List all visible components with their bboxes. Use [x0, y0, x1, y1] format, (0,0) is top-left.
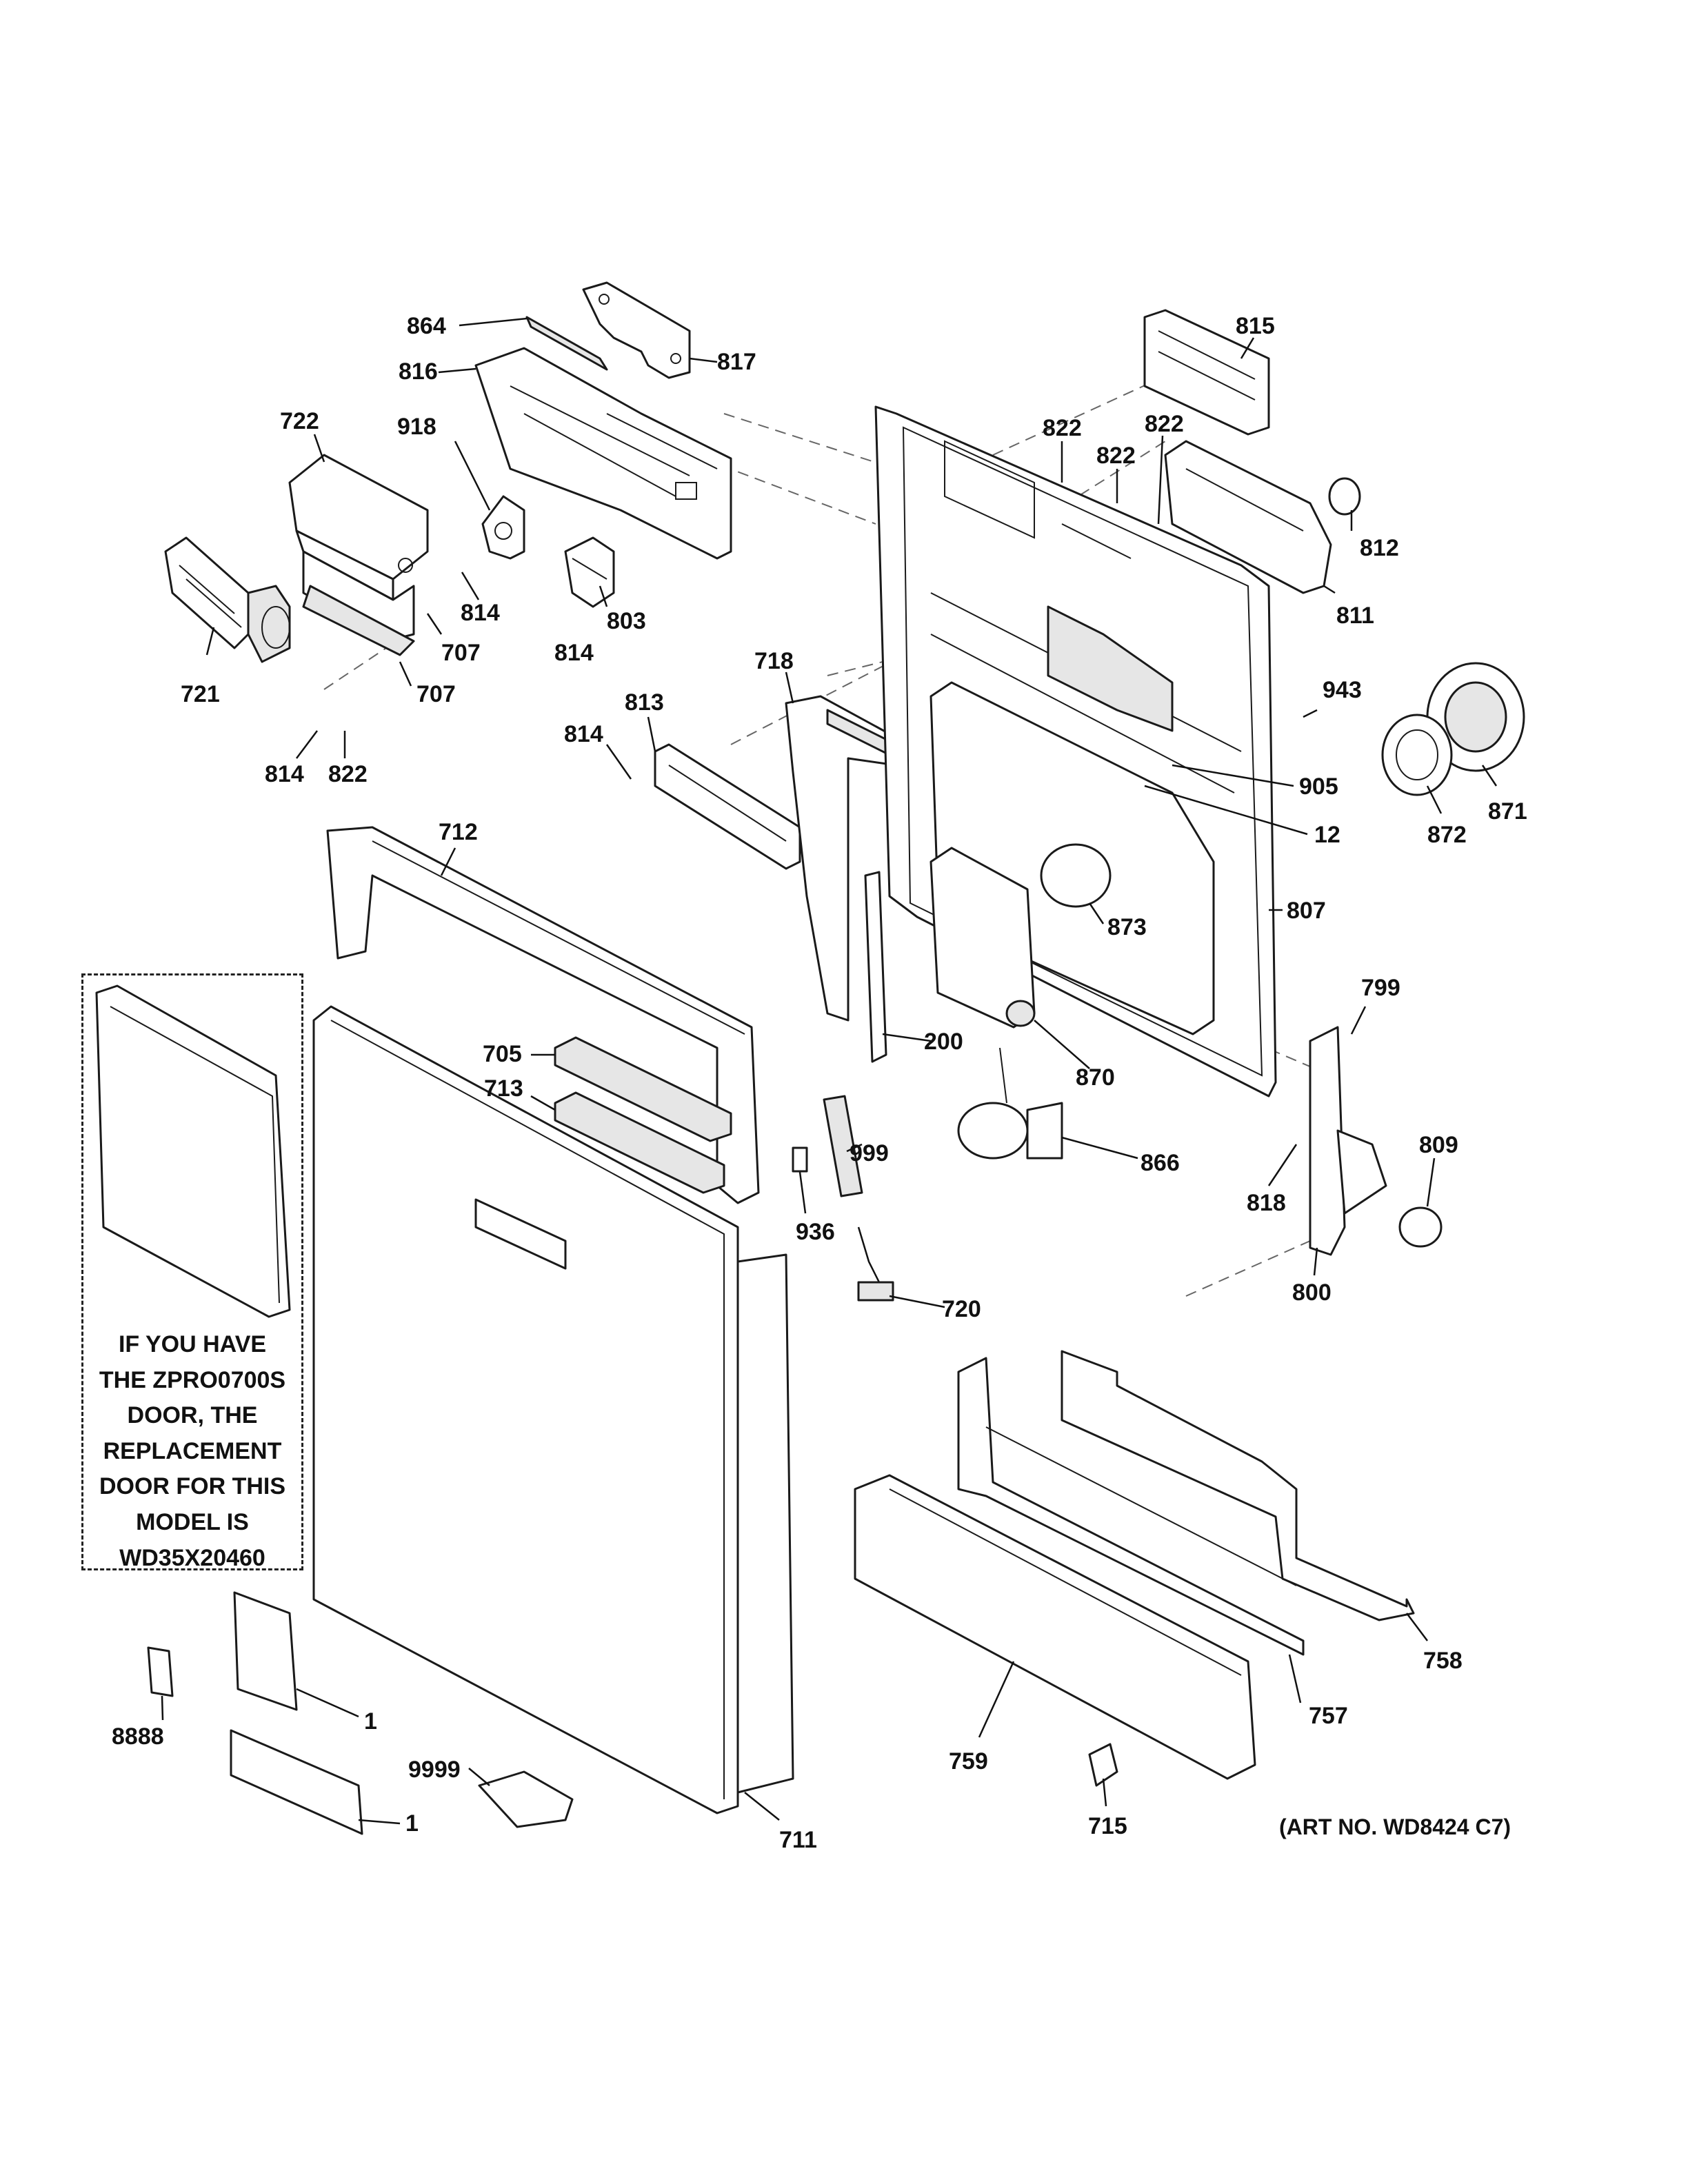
callout-721: 721	[181, 681, 220, 707]
part-870-rinse-dispenser	[930, 847, 1036, 1029]
part-757-panel	[957, 1357, 1305, 1656]
callout-labels: 864 817 816 722 918 815 822 822 822 812 …	[112, 313, 1527, 1853]
part-803-latch	[564, 536, 615, 608]
part-759-toe-kick	[854, 1474, 1256, 1780]
callout-800: 800	[1292, 1280, 1332, 1306]
callout-822-d: 822	[328, 761, 368, 787]
callout-822-a: 822	[1043, 415, 1082, 441]
part-864-vent-strip	[525, 316, 608, 371]
callout-9999: 9999	[408, 1757, 461, 1783]
part-873-port	[1040, 843, 1112, 908]
note-line: MODEL IS	[136, 1508, 249, 1535]
note-line: THE ZPRO0700S	[99, 1366, 286, 1393]
part-715-screw	[1088, 1743, 1118, 1787]
callout-799: 799	[1361, 975, 1400, 1001]
part-816-vent-housing	[474, 347, 732, 560]
part-720-harness	[857, 1226, 894, 1302]
callout-759: 759	[949, 1748, 988, 1775]
callout-814-c: 814	[564, 721, 603, 747]
note-line: DOOR FOR THIS	[99, 1473, 286, 1500]
callout-918: 918	[397, 414, 436, 440]
callout-822-b: 822	[1096, 443, 1136, 469]
note-text: IF YOU HAVE THE ZPRO0700S DOOR, THE REPL…	[83, 1327, 301, 1576]
callout-807: 807	[1287, 898, 1326, 924]
note-line: DOOR, THE	[127, 1402, 258, 1429]
callout-809: 809	[1419, 1132, 1458, 1158]
callout-757: 757	[1309, 1703, 1348, 1729]
callout-866: 866	[1141, 1150, 1180, 1176]
callout-811: 811	[1336, 603, 1374, 629]
callout-711: 711	[779, 1827, 817, 1853]
callout-871: 871	[1488, 798, 1527, 825]
part-918-actuator	[481, 495, 525, 560]
callout-999: 999	[850, 1140, 889, 1166]
note-line: IF YOU HAVE	[118, 1331, 267, 1357]
leader-lines	[161, 317, 1498, 1825]
callout-707-a: 707	[441, 640, 481, 666]
callout-718: 718	[754, 648, 794, 674]
callout-815: 815	[1236, 313, 1275, 339]
callout-713: 713	[484, 1075, 523, 1102]
callout-818: 818	[1247, 1190, 1286, 1216]
replacement-door-illustration	[95, 984, 291, 1318]
part-866-valve	[957, 1047, 1063, 1160]
part-936-plug	[792, 1146, 808, 1173]
part-722-detergent-dispenser	[288, 454, 429, 656]
callout-817: 817	[717, 349, 756, 375]
callout-1-a: 1	[364, 1708, 377, 1735]
art-number: (ART NO. WD8424 C7)	[1279, 1814, 1511, 1839]
part-721-fan-motor	[164, 536, 291, 663]
part-813-panel	[654, 743, 801, 870]
part-1-label	[230, 1729, 363, 1835]
callout-705: 705	[483, 1041, 522, 1067]
callout-816: 816	[399, 358, 438, 385]
callout-707-b: 707	[416, 681, 456, 707]
callout-873: 873	[1107, 914, 1147, 940]
part-872-gasket	[1381, 714, 1453, 796]
callout-814-d: 814	[265, 761, 304, 787]
callout-936: 936	[796, 1219, 835, 1245]
note-line: REPLACEMENT	[103, 1437, 282, 1464]
callout-12: 12	[1314, 822, 1340, 848]
callout-905: 905	[1299, 774, 1338, 800]
part-812-cap	[1328, 477, 1361, 516]
part-1-manual	[233, 1591, 298, 1711]
callout-812: 812	[1360, 535, 1399, 561]
callout-803: 803	[607, 608, 646, 634]
part-871-vent-nut	[1426, 662, 1525, 772]
part-817-bracket	[582, 281, 691, 379]
callout-722: 722	[280, 408, 319, 434]
callout-758: 758	[1423, 1648, 1463, 1674]
part-9999-pouch	[478, 1770, 574, 1828]
part-713-ui-board	[554, 1091, 725, 1194]
callout-864: 864	[407, 313, 446, 339]
callout-814-b: 814	[554, 640, 594, 666]
callout-715: 715	[1088, 1813, 1127, 1839]
part-809-cap	[1398, 1206, 1443, 1248]
part-815-cover	[1143, 309, 1270, 436]
callout-943: 943	[1323, 677, 1362, 703]
part-758-insulation	[1061, 1350, 1415, 1621]
callout-1-b: 1	[405, 1810, 419, 1837]
note-line: WD35X20460	[119, 1544, 265, 1571]
callout-200: 200	[924, 1029, 963, 1055]
part-718-air-duct	[785, 695, 898, 1022]
callout-814-a: 814	[461, 600, 500, 626]
part-705-control-board	[554, 1036, 732, 1142]
part-8888-label	[147, 1646, 174, 1697]
replacement-door-note: IF YOU HAVE THE ZPRO0700S DOOR, THE REPL…	[81, 973, 303, 1571]
part-200-sensor	[864, 871, 887, 1063]
callout-8888: 8888	[112, 1723, 164, 1750]
callout-813: 813	[625, 689, 664, 716]
part-711-outer-door	[312, 1005, 794, 1814]
part-999-harness	[823, 1095, 863, 1197]
part-811-housing	[1164, 440, 1332, 594]
part-800-hinge	[1309, 1026, 1387, 1256]
callout-872: 872	[1427, 822, 1467, 848]
callout-720: 720	[942, 1296, 981, 1322]
callout-712: 712	[439, 819, 478, 845]
callout-870: 870	[1076, 1064, 1115, 1091]
callout-822-c: 822	[1145, 411, 1184, 437]
